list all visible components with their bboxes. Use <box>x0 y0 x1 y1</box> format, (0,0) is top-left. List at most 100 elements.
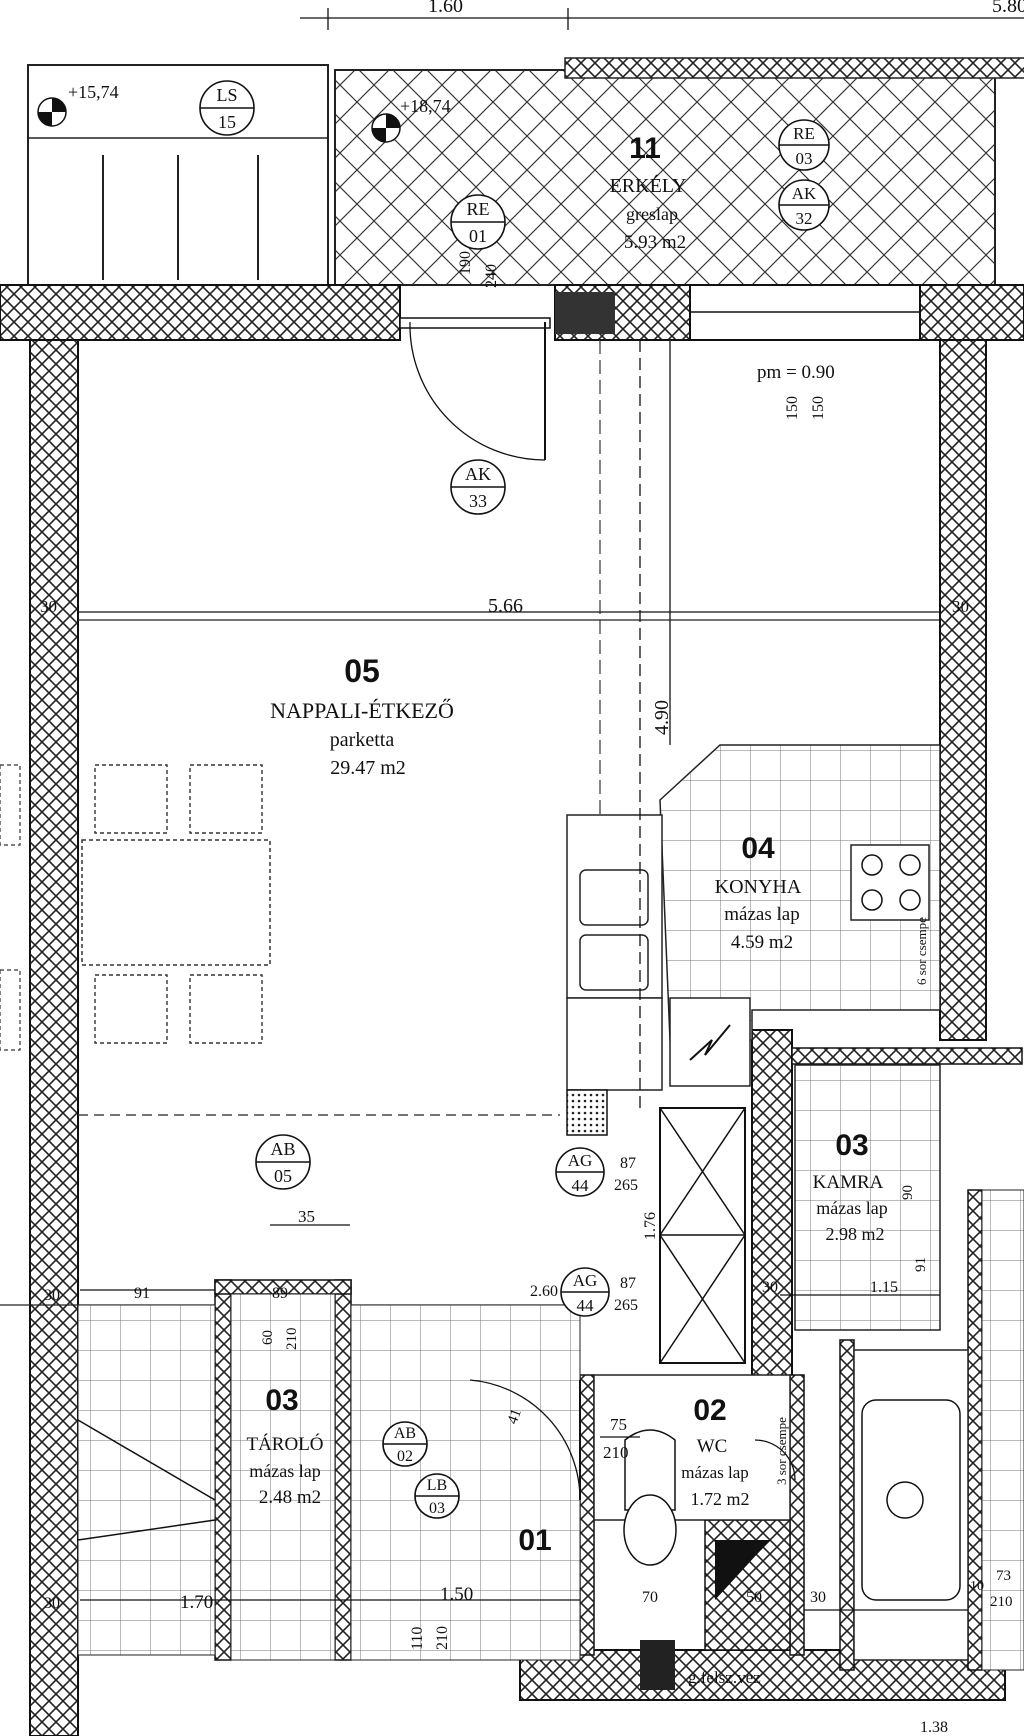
tag-ab05-bottom: 05 <box>274 1166 292 1186</box>
room-03-kamra-floor: mázas lap <box>816 1198 887 1218</box>
room-04-area: 4.59 m2 <box>731 932 793 953</box>
dim-top-width: 1.60 <box>428 0 463 17</box>
opening-kamra-b: 91 <box>913 1257 929 1272</box>
level-label-1: +15,74 <box>68 82 119 102</box>
tag-re01: RE 01 <box>450 194 506 250</box>
room-02-number: 02 <box>693 1394 726 1427</box>
walls <box>0 284 1024 1736</box>
room-03-tarolo-area: 2.48 m2 <box>259 1487 321 1508</box>
tag-ak33-top: AK <box>465 464 491 484</box>
tag-re03-bottom: 03 <box>796 149 813 168</box>
tag-ab05-top: AB <box>270 1139 295 1159</box>
level-label-2: +18,74 <box>400 96 451 116</box>
tag-ls15-top: LS <box>216 85 237 105</box>
room-04-number: 04 <box>741 832 775 865</box>
room-05-area: 29.47 m2 <box>330 757 406 779</box>
opening-entry-a: 110 <box>409 1627 426 1650</box>
tag-ag44-a-bottom: 44 <box>572 1176 590 1195</box>
tag-ak32-bottom: 32 <box>796 209 813 228</box>
balcony-area <box>334 57 1024 286</box>
room-03-kamra-number: 03 <box>835 1129 868 1162</box>
room-01: 01 <box>518 1524 551 1557</box>
dim-room-depth: 4.90 <box>651 700 673 735</box>
dim-room-width: 5.66 <box>488 595 523 617</box>
opening-re03-b: 150 <box>810 396 827 420</box>
room-03-kamra-name: KAMRA <box>813 1172 884 1193</box>
dim-210-r: 210 <box>990 1594 1013 1610</box>
dim-30-b: 30 <box>44 1595 60 1612</box>
tag-ag44-a: AG 44 <box>555 1147 605 1197</box>
opening-ag-a-top: 87 <box>620 1155 636 1172</box>
balcony-door <box>399 317 551 461</box>
dim-73: 73 <box>996 1568 1011 1584</box>
tag-ak33: AK 33 <box>450 459 506 515</box>
room-11-area: 5.93 m2 <box>624 232 686 253</box>
room-11-name: ERKÉLY <box>610 174 687 197</box>
dim-tarolo-width: 1.70 <box>180 1592 213 1613</box>
room-02-floor: mázas lap <box>681 1463 749 1482</box>
room-04-floor: mázas lap <box>724 904 799 925</box>
room-05-name: NAPPALI-ÉTKEZŐ <box>270 698 454 723</box>
room-03-tarolo-floor: mázas lap <box>249 1461 320 1481</box>
opening-re01-w: 240 <box>483 264 500 288</box>
room-11-number: 11 <box>629 132 661 165</box>
wc-area <box>593 1374 796 1566</box>
opening-ag-b-top: 87 <box>620 1275 636 1292</box>
room-11-floor: greslap <box>626 204 678 224</box>
dim-wall-left: 30 <box>40 597 57 616</box>
room-03-kamra-area: 2.98 m2 <box>825 1224 884 1244</box>
room-05: 05 NAPPALI-ÉTKEZŐ parketta 29.47 m2 <box>270 653 454 779</box>
tag-ab02: AB 02 <box>382 1421 428 1467</box>
dim-30-a: 30 <box>44 1287 60 1304</box>
tag-re01-top: RE <box>466 199 489 219</box>
tag-ag44-b-top: AG <box>573 1271 598 1290</box>
opening-ag-a-bot: 265 <box>614 1177 638 1194</box>
note-wc: 3 sor csempe <box>774 1417 789 1485</box>
tag-ab05: AB 05 <box>255 1134 311 1190</box>
room-05-number: 05 <box>344 653 380 689</box>
tag-ak32-top: AK <box>792 184 817 203</box>
tag-ag44-a-top: AG <box>568 1151 593 1170</box>
dim-176: 1.76 <box>642 1212 659 1240</box>
opening-re03-a: 150 <box>784 396 801 420</box>
level-marker-1 <box>37 97 67 127</box>
tag-lb03-bottom: 03 <box>429 1500 445 1517</box>
bath-area <box>853 1349 969 1661</box>
kamra-area <box>794 1064 941 1331</box>
dim-entry-width: 1.50 <box>440 1584 473 1605</box>
tag-lb03: LB 03 <box>414 1473 460 1519</box>
right-edge <box>981 1189 1024 1671</box>
room-01-number: 01 <box>518 1524 551 1557</box>
dim-bottom-left-91: 91 <box>134 1285 150 1302</box>
opening-wc-bot: 210 <box>603 1443 629 1462</box>
dim-door-35: 35 <box>298 1207 315 1226</box>
opening-kamra-a: 90 <box>900 1185 916 1200</box>
room-05-floor: parketta <box>330 729 395 751</box>
opening-entry-b: 210 <box>434 1626 451 1650</box>
tag-ls15-bottom: 15 <box>218 112 236 132</box>
room-04-name: KONYHA <box>715 876 802 898</box>
room-02-name: WC <box>697 1436 728 1457</box>
room-11: 11 ERKÉLY greslap 5.93 m2 <box>610 132 687 253</box>
shaft <box>659 1107 746 1364</box>
room-04: 04 KONYHA mázas lap 4.59 m2 <box>715 832 802 953</box>
dim-10: 10 <box>970 1579 984 1594</box>
tag-re03-top: RE <box>793 124 815 143</box>
tag-ag44-b: AG 44 <box>560 1267 610 1317</box>
tag-lb03-top: LB <box>427 1477 447 1494</box>
opening-re01-h: 190 <box>457 251 474 275</box>
tag-ls15: LS 15 <box>199 80 255 136</box>
tag-ak32: AK 32 <box>778 179 830 231</box>
room-02: 02 WC mázas lap 1.72 m2 <box>681 1394 749 1509</box>
opening-ab05-b: 210 <box>284 1328 300 1351</box>
dimension-lines <box>78 8 1024 1611</box>
dim-41: 41 <box>505 1407 525 1427</box>
dim-30-c: 30 <box>762 1279 778 1296</box>
dim-kamra-width: 1.15 <box>870 1279 898 1296</box>
dim-wc-70: 70 <box>642 1589 658 1606</box>
dim-top-right: 5.80 <box>992 0 1024 17</box>
tag-re03: RE 03 <box>778 119 830 171</box>
entry-area <box>350 1304 581 1661</box>
dim-wc-50: 50 <box>746 1589 762 1606</box>
